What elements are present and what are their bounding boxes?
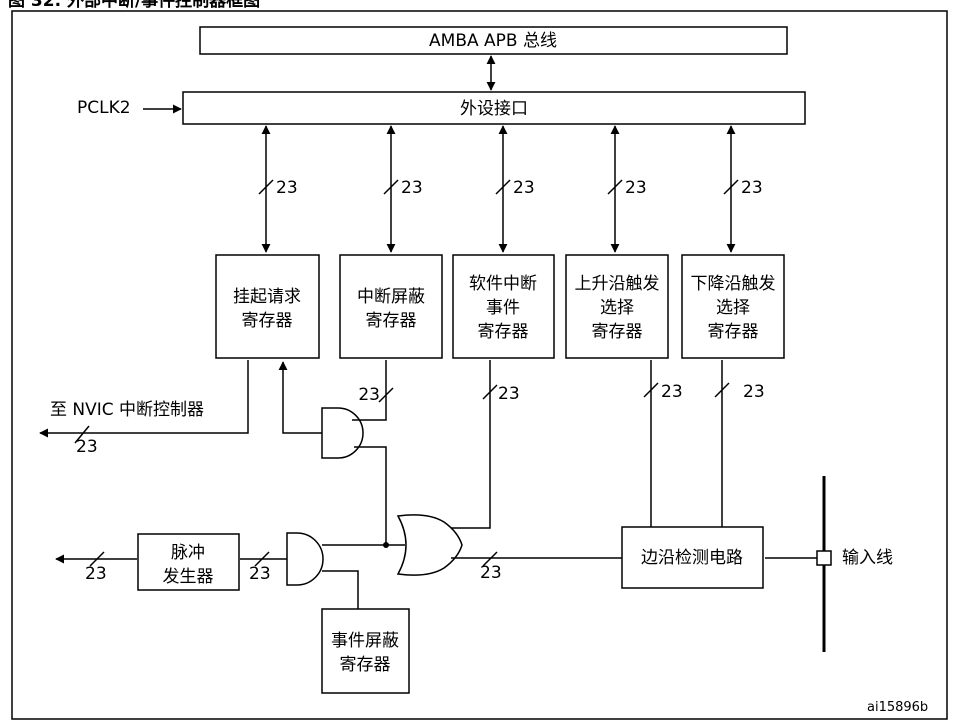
edge-detect-label: 边沿检测电路 xyxy=(641,548,743,568)
width-tick-int-mask xyxy=(378,387,394,403)
width-label-int-mask: 23 xyxy=(401,178,423,198)
interrupt-and-gate xyxy=(321,407,364,459)
pending-register-line1: 挂起请求 xyxy=(233,287,301,307)
or-to-int-and-line xyxy=(354,446,387,545)
width-label-rising: 23 xyxy=(625,178,647,198)
int-mask-register-line1: 中断屏蔽 xyxy=(357,287,425,307)
int-mask-register xyxy=(339,254,443,359)
peripheral-interface xyxy=(182,91,806,125)
width-tick-rising xyxy=(643,382,659,398)
edge-detect-circuit xyxy=(621,526,764,589)
int-mask-register-line2: 寄存器 xyxy=(366,311,417,331)
peripheral-label: 外设接口 xyxy=(460,99,528,119)
and-to-pending-line xyxy=(278,361,322,434)
falling-register-line1: 下降沿触发 xyxy=(691,274,776,294)
to-nvic-label: 至 NVIC 中断控制器 xyxy=(50,400,204,420)
event-mask-to-and-line xyxy=(322,570,359,609)
sw-int-to-or-line xyxy=(450,360,491,529)
falling-trigger-register xyxy=(681,254,785,359)
width-tick-event-out xyxy=(89,551,105,567)
pulse-generator-line1: 脉冲 xyxy=(171,543,205,563)
bus-label: AMBA APB 总线 xyxy=(429,31,557,51)
width-tick-edge xyxy=(482,551,498,567)
falling-register-line2: 选择 xyxy=(716,298,750,318)
input-line-label: 输入线 xyxy=(842,548,893,568)
or-gate xyxy=(396,514,463,576)
event-mask-register-line1: 事件屏蔽 xyxy=(331,631,399,651)
input-pin xyxy=(816,550,832,566)
pulse-generator xyxy=(137,533,240,591)
width-label-int-mask-out: 23 xyxy=(358,385,380,405)
junction-dot xyxy=(383,542,389,548)
rising-register-line2: 选择 xyxy=(600,298,634,318)
width-label-sw-int: 23 xyxy=(513,178,535,198)
rising-trigger-register xyxy=(565,254,669,359)
width-label-edge-out: 23 xyxy=(480,563,502,583)
sw-int-register-line2: 事件 xyxy=(486,298,520,318)
width-tick-nvic xyxy=(74,425,90,444)
figure-frame xyxy=(11,10,948,720)
figure-title: 图 32. 外部中断/事件控制器框图 xyxy=(8,0,260,11)
int-mask-to-and-line xyxy=(352,360,387,421)
width-label-falling-out: 23 xyxy=(743,382,765,402)
sw-int-register-line3: 寄存器 xyxy=(478,322,529,342)
width-label-pending: 23 xyxy=(276,178,298,198)
width-tick-pulse-in xyxy=(254,551,270,567)
amba-apb-bus xyxy=(199,26,788,55)
pending-register xyxy=(215,254,320,359)
pclk2-label: PCLK2 xyxy=(77,98,131,118)
event-mask-register-line2: 寄存器 xyxy=(340,655,391,675)
event-and-gate xyxy=(286,532,324,586)
event-mask-register xyxy=(321,608,410,694)
width-ticks-top xyxy=(258,179,739,195)
width-label-sw-int-out: 23 xyxy=(498,384,520,404)
width-label-event-out: 23 xyxy=(85,564,107,584)
rising-register-line3: 寄存器 xyxy=(592,322,643,342)
sw-int-event-register xyxy=(452,254,555,359)
width-tick-falling xyxy=(714,382,730,398)
figure-id: ai15896b xyxy=(867,700,928,715)
rising-register-line1: 上升沿触发 xyxy=(575,274,660,294)
pulse-generator-line2: 发生器 xyxy=(163,567,214,587)
width-label-falling: 23 xyxy=(741,178,763,198)
pending-register-line2: 寄存器 xyxy=(242,311,293,331)
sw-int-register-line1: 软件中断 xyxy=(469,274,537,294)
width-label-nvic: 23 xyxy=(76,437,98,457)
nvic-output-line xyxy=(39,360,249,438)
width-tick-sw-int xyxy=(482,384,498,400)
width-label-rising-out: 23 xyxy=(661,382,683,402)
falling-register-line3: 寄存器 xyxy=(708,322,759,342)
width-label-pulse-in: 23 xyxy=(249,564,271,584)
